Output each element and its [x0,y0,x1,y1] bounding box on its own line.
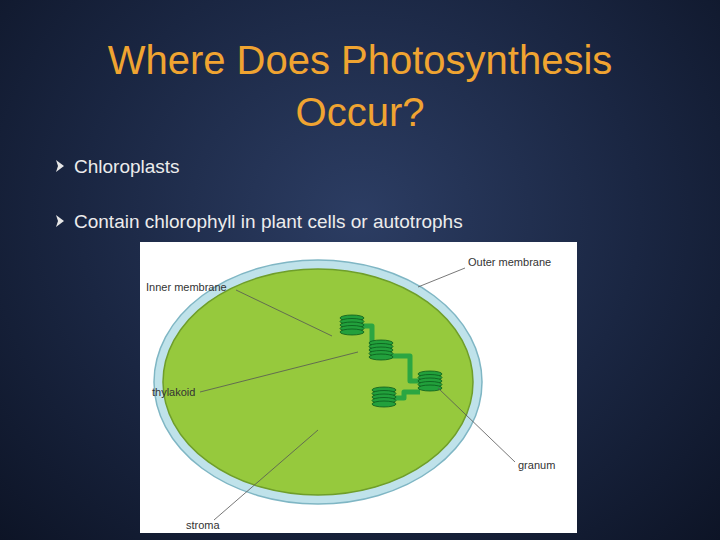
thylakoid-disc [369,354,393,360]
part-label: thylakoid [152,386,195,399]
part-label: Inner membrane [146,281,227,294]
figure-panel [140,242,577,533]
bullet-text: Chloroplasts [74,156,180,178]
leader-lines [200,268,515,520]
thylakoid-lamellae [362,326,420,398]
part-label: granum [518,459,555,472]
outer-membrane [154,260,482,504]
bullet-arrow [56,160,64,227]
part-label: stroma [186,519,220,532]
granum-stacks [340,315,442,407]
part-label: Outer membrane [468,256,551,269]
thylakoid-disc [372,401,396,407]
slide-title: Where Does Photosynthesis Occur? [80,34,640,138]
bullet-text: Contain chlorophyll in plant cells or au… [74,211,463,233]
inner-membrane [163,269,473,495]
thylakoid-disc [340,329,364,335]
